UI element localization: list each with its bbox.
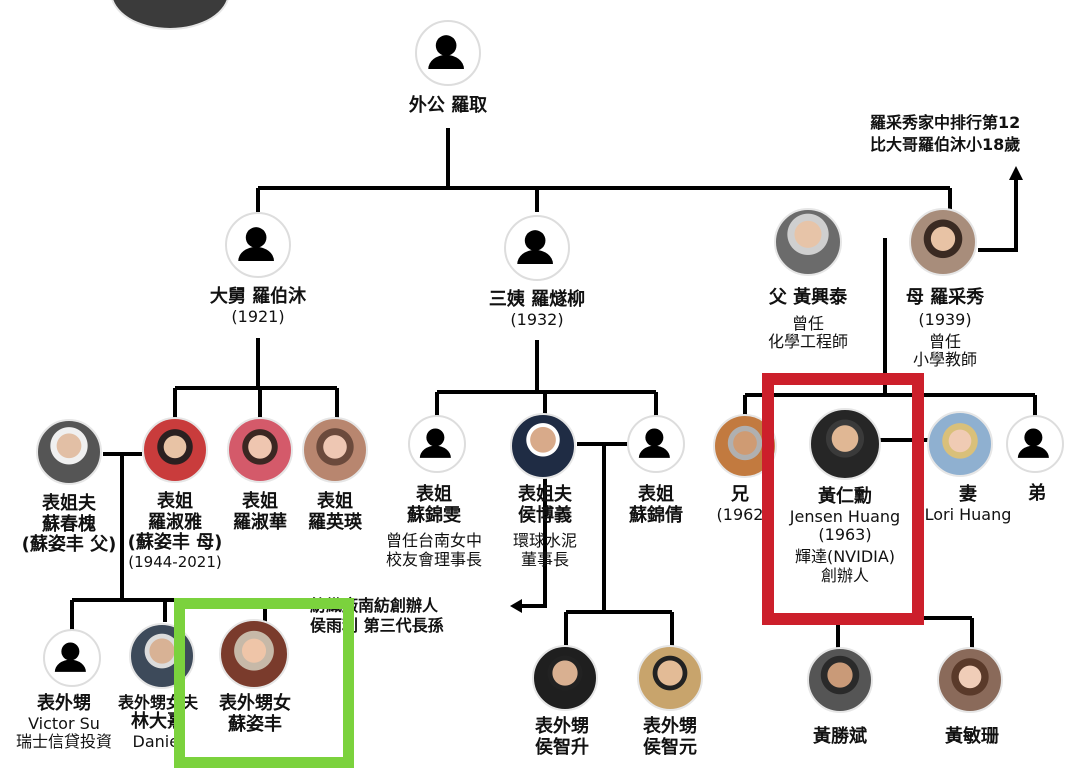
su-chunhuai-photo — [36, 419, 102, 485]
uncle-avatar — [225, 212, 291, 278]
jensen-photo — [809, 408, 881, 480]
older-brother-node: 兄 (1962 — [716, 484, 764, 524]
aunt-node: 三姨 羅燧柳 (1932) — [488, 289, 586, 329]
su-jinwen-node: 表姐 蘇錦雯 曾任台南女中 校友會理事長 — [385, 484, 483, 569]
su-jinqian-avatar — [627, 415, 685, 473]
victor-avatar — [43, 629, 101, 687]
grandfather-avatar — [415, 20, 481, 86]
madison-node: 黃敏珊 — [945, 726, 999, 747]
lisa-su-node: 表外甥女 蘇姿丰 — [219, 693, 291, 735]
spencer-photo — [807, 647, 873, 713]
hou-son2-node: 表外甥 侯智元 — [643, 716, 697, 758]
hou-boyi-photo — [510, 413, 576, 479]
su-chunhuai-node: 表姐夫 蘇春槐 (蘇姿丰 父) — [21, 493, 117, 556]
person-icon — [419, 428, 451, 458]
mother-photo — [909, 208, 977, 276]
lisa-su-photo — [219, 619, 289, 689]
su-jinwen-avatar — [408, 415, 466, 473]
line-hou-note-arrow — [520, 478, 547, 608]
younger-brother-node: 弟 — [1028, 483, 1046, 504]
luo-shuhua-photo — [227, 417, 293, 483]
su-jinqian-node: 表姐 蘇錦倩 — [629, 484, 683, 526]
line-note-arrow — [978, 178, 1018, 252]
hou-son1-photo — [532, 645, 598, 711]
victor-node: 表外甥 Victor Su 瑞士信貸投資 — [15, 693, 113, 752]
father-node: 父 黃興泰 曾任 化學工程師 — [767, 287, 849, 352]
hou-son2-photo — [637, 645, 703, 711]
person-icon — [54, 642, 86, 672]
younger-brother-avatar — [1006, 415, 1064, 473]
mother-node: 母 羅采秀 (1939) 曾任 小學教師 — [905, 287, 985, 370]
person-icon — [517, 230, 553, 264]
madison-photo — [937, 647, 1003, 713]
hou-boyi-node: 表姐夫 侯博義 環球水泥 董事長 — [512, 484, 578, 569]
grandfather-node: 外公 羅取 — [408, 95, 488, 116]
lisa-su-highlight-frame — [174, 598, 354, 768]
father-photo — [774, 208, 842, 276]
connector-lines — [70, 128, 1037, 650]
spencer-node: 黃勝斌 — [813, 726, 867, 747]
jensen-highlight-frame — [762, 373, 924, 625]
luo-shuya-node: 表姐 羅淑雅 (蘇姿丰 母) (1944-2021) — [127, 491, 223, 572]
person-icon — [1017, 428, 1049, 458]
hou-son1-node: 表外甥 侯智升 — [535, 716, 589, 758]
birth-order-note: 羅采秀家中排行第12 比大哥羅伯沐小18歲 — [870, 113, 1021, 154]
jensen-node: 黃仁勳 Jensen Huang (1963) 輝達(NVIDIA) 創辦人 — [789, 486, 901, 585]
person-icon — [428, 35, 464, 69]
aunt-avatar — [504, 215, 570, 281]
luo-yingying-photo — [302, 417, 368, 483]
uncle-node: 大舅 羅伯沐 (1921) — [209, 286, 307, 326]
person-icon — [638, 428, 670, 458]
wife-photo — [927, 411, 993, 477]
luo-shuhua-node: 表姐 羅淑華 — [233, 491, 287, 533]
wife-node: 妻 Lori Huang — [924, 484, 1012, 524]
person-icon — [238, 227, 274, 261]
luo-shuya-photo — [142, 417, 208, 483]
luo-yingying-node: 表姐 羅英瑛 — [308, 491, 362, 533]
